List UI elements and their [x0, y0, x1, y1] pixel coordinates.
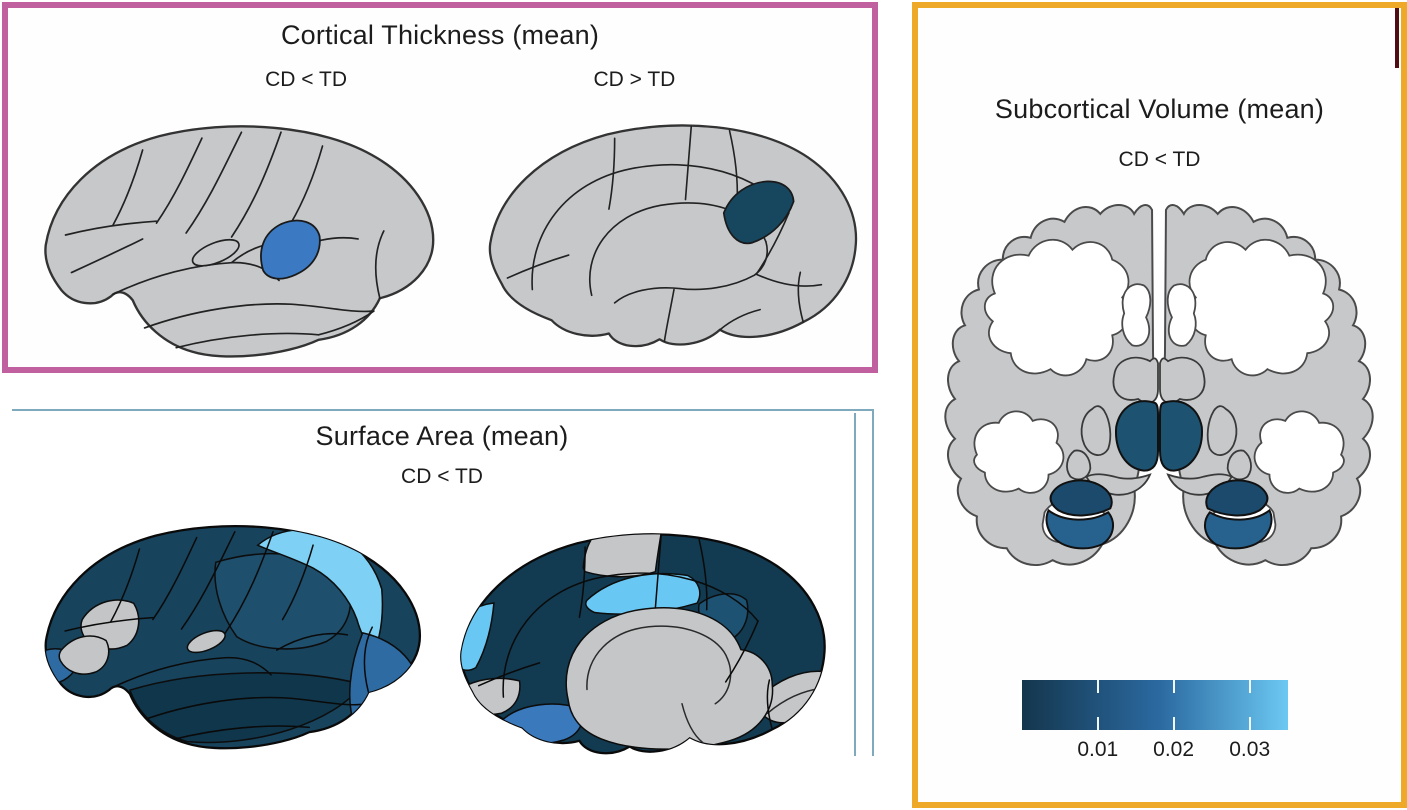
colorbar-tick — [1096, 717, 1099, 730]
hippocampus-region — [1049, 479, 1113, 517]
colorbar-tick — [1248, 680, 1251, 693]
coronal-slice-illustration — [944, 203, 1374, 567]
cortical-thickness-panel: Cortical Thickness (mean) CD < TD CD > T… — [2, 2, 878, 373]
colorbar-tick — [1096, 680, 1099, 693]
colorbar-tick-label: 0.03 — [1229, 738, 1271, 761]
highlight-supramarginal-region — [260, 219, 321, 280]
cortical-contrast-left-label: CD < TD — [265, 68, 348, 91]
colorbar-tick — [1248, 717, 1251, 730]
subcortical-volume-panel: Subcortical Volume (mean) CD < TD — [912, 2, 1407, 808]
cortical-medial-brain-illustration — [488, 124, 858, 348]
surface-lateral-brain-illustration — [44, 525, 422, 750]
surface-area-title: Surface Area (mean) — [315, 421, 569, 451]
cortical-contrast-right-label: CD > TD — [593, 68, 676, 91]
subcortical-volume-title: Subcortical Volume (mean) — [994, 94, 1325, 124]
cortical-lateral-brain-illustration — [44, 125, 435, 358]
maroon-accent-bar — [1395, 8, 1399, 68]
colorbar-gradient — [1022, 680, 1288, 730]
colorbar-tick-label: 0.02 — [1153, 738, 1195, 761]
colorbar-tick — [1172, 717, 1175, 730]
cortical-thickness-title: Cortical Thickness (mean) — [280, 20, 600, 50]
subcortical-contrast-label: CD < TD — [1118, 148, 1201, 171]
parahippocampal-region — [1045, 508, 1115, 550]
colorbar-tick — [1172, 680, 1175, 693]
surface-medial-brain-illustration — [460, 533, 826, 755]
thalamus-region — [1115, 400, 1159, 472]
colorbar: 0.01 0.02 0.03 — [1022, 680, 1288, 776]
highlight-posterior-cingulate-region — [722, 180, 795, 245]
colorbar-tick-label: 0.01 — [1077, 738, 1119, 761]
surface-area-panel: Surface Area (mean) CD < TD — [12, 409, 874, 756]
surface-contrast-label: CD < TD — [401, 465, 483, 488]
panel-inner-border-line — [854, 413, 856, 756]
